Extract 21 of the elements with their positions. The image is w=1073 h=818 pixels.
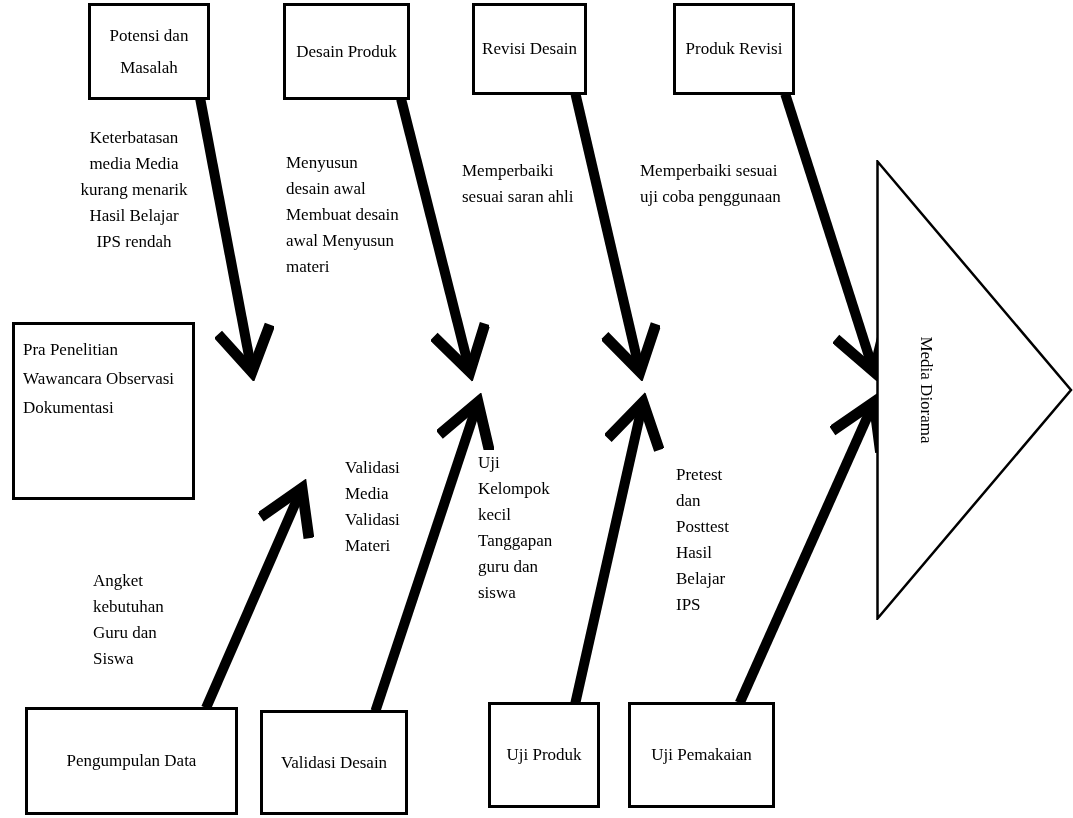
arrow xyxy=(195,98,276,378)
box-label: Produk Revisi xyxy=(684,38,784,60)
box-label: Potensi dan Masalah xyxy=(108,24,190,79)
process-box xyxy=(283,3,410,100)
box-label: Desain Produk xyxy=(295,40,398,63)
box-label: Uji Produk xyxy=(505,744,583,766)
box-label: Pra Penelitian Wawancara Observasi Dokumentasi xyxy=(22,339,176,419)
box-label: Validasi Desain xyxy=(279,751,389,774)
process-box xyxy=(472,3,587,95)
goal-triangle xyxy=(876,160,1073,620)
process-box xyxy=(260,710,408,815)
process-box xyxy=(25,707,238,815)
process-box xyxy=(628,702,775,808)
box-label: Pengumpulan Data xyxy=(65,750,198,772)
process-box xyxy=(88,3,210,100)
box-label: Uji Pemakaian xyxy=(650,744,753,766)
process-box xyxy=(673,3,795,95)
process-box xyxy=(12,322,195,500)
process-box xyxy=(488,702,600,808)
box-label: Revisi Desain xyxy=(481,38,578,60)
box-label: Media Diorama xyxy=(916,336,936,444)
